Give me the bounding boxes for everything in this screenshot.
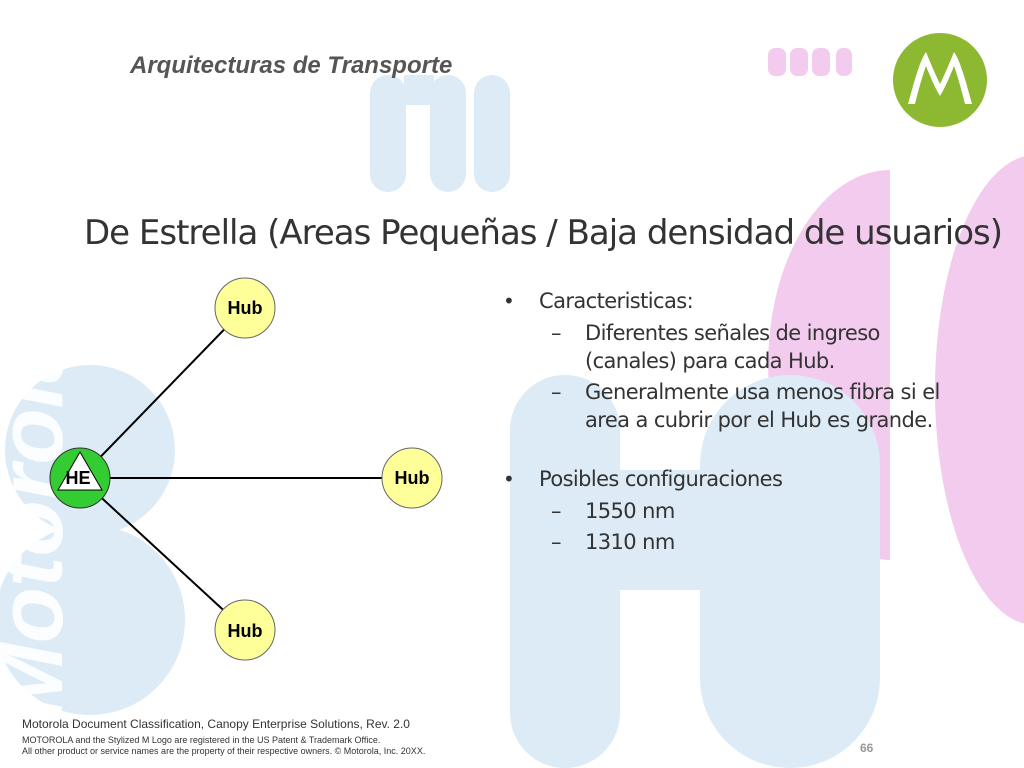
footer-classification: Motorola Document Classification, Canopy…: [22, 717, 410, 731]
bullet-item: • Caracteristicas:: [503, 287, 973, 315]
dash-mark: –: [551, 321, 562, 345]
bullet-item: • Posibles configuraciones: [503, 465, 973, 493]
header-title: Arquitecturas de Transporte: [130, 52, 453, 79]
hub-label: Hub: [395, 468, 430, 488]
motorola-logo-icon: [893, 33, 987, 127]
hub-node-bottom: Hub: [214, 599, 276, 661]
sub-bullet-text: 1550 nm: [585, 499, 675, 523]
dash-mark: –: [551, 499, 562, 523]
sub-bullet-item: – 1310 nm: [503, 528, 975, 556]
link-line-bottom: [79, 477, 246, 631]
hub-node-right: Hub: [381, 447, 443, 509]
watermark-text: Motorola: [0, 332, 82, 720]
sub-bullet-item: – Generalmente usa menos fibra si el are…: [503, 378, 975, 434]
blue-bottom-shapes: [0, 365, 880, 768]
hub-label: Hub: [228, 621, 263, 641]
spacer: [503, 437, 973, 465]
bullet-text: Posibles configuraciones: [539, 467, 783, 491]
footer-trademark-line1: MOTOROLA and the Stylized M Logo are reg…: [22, 735, 381, 745]
dash-mark: –: [551, 380, 562, 404]
dash-mark: –: [551, 530, 562, 554]
sub-bullet-item: – Diferentes señales de ingreso (canales…: [503, 319, 975, 375]
hub-label: Hub: [228, 298, 263, 318]
footer-trademark-line2: All other product or service names are t…: [22, 746, 426, 756]
bullet-list: • Caracteristicas: – Diferentes señales …: [503, 287, 973, 559]
sub-bullet-text: Generalmente usa menos fibra si el area …: [585, 380, 940, 432]
link-line-top: [79, 307, 246, 479]
slide-title: De Estrella (Areas Pequeñas / Baja densi…: [84, 213, 1003, 253]
triangle-icon: [57, 451, 103, 491]
blue-top-shapes: [370, 75, 510, 192]
pink-glyphs: [768, 48, 852, 76]
hub-node-top: Hub: [214, 277, 276, 339]
bullet-text: Caracteristicas:: [539, 289, 694, 313]
bullet-mark: •: [503, 467, 515, 491]
bullet-mark: •: [503, 289, 515, 313]
pink-ellipse-right: [935, 156, 1024, 624]
sub-bullet-text: Diferentes señales de ingreso (canales) …: [585, 321, 880, 373]
sub-bullet-item: – 1550 nm: [503, 497, 975, 525]
page-number: 66: [860, 741, 874, 755]
headend-node: HE: [49, 447, 111, 509]
headend-label: HE: [65, 468, 90, 488]
sub-bullet-text: 1310 nm: [585, 530, 675, 554]
